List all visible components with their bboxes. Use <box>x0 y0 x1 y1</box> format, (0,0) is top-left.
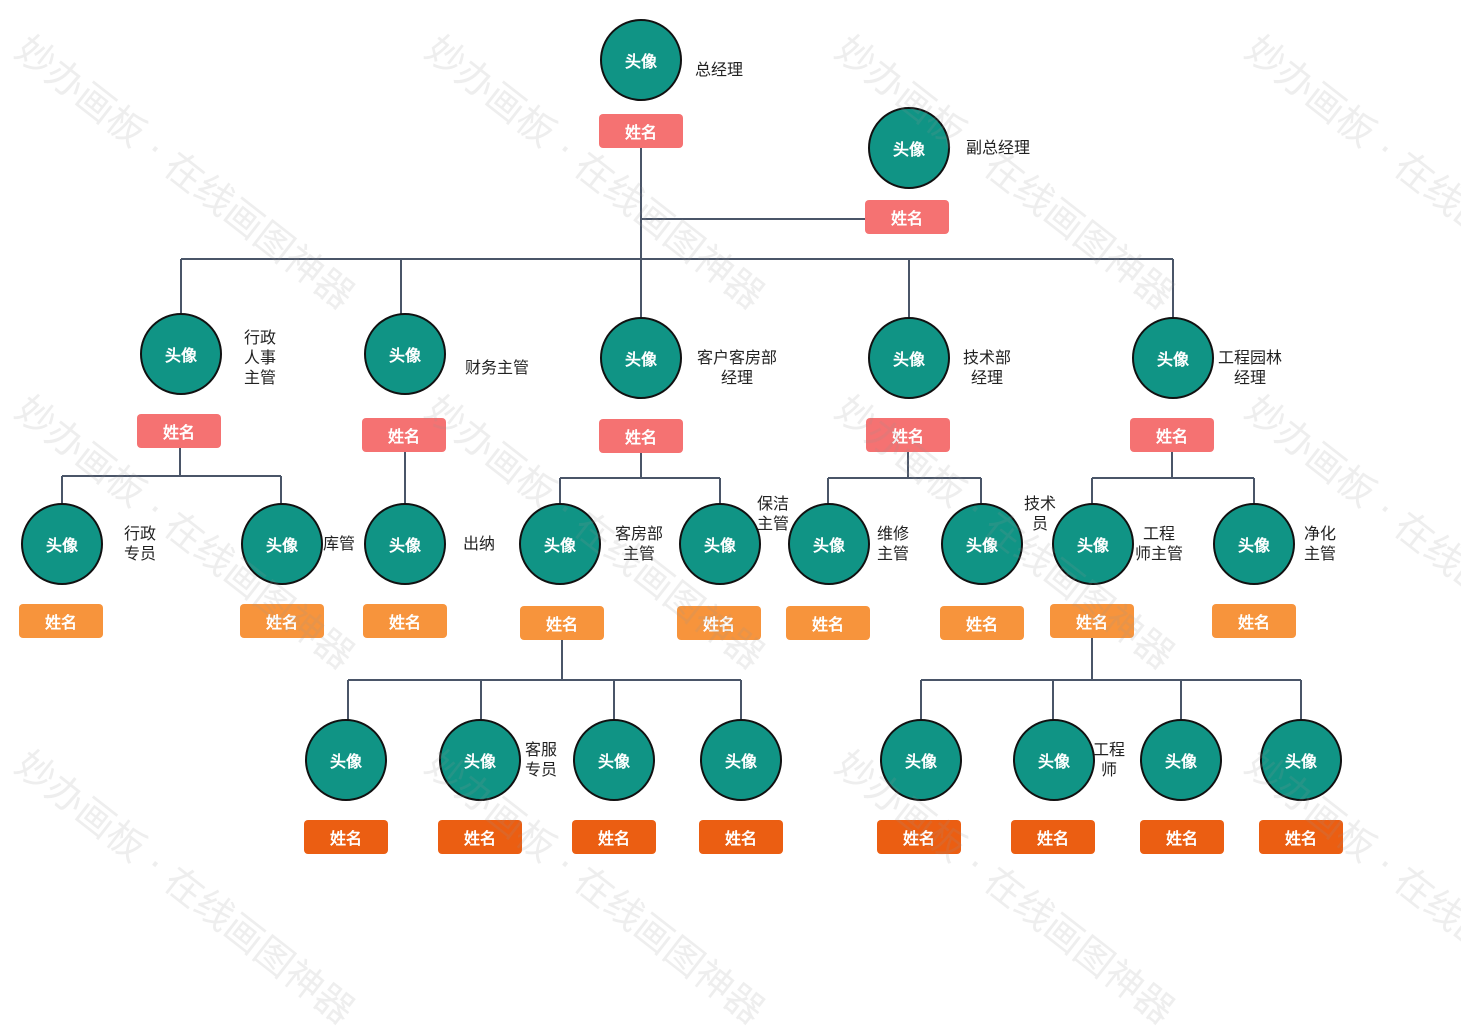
position-title: 行政 专员 <box>124 524 157 563</box>
avatar[interactable]: 头像 <box>868 317 950 399</box>
position-title: 客房部 主管 <box>615 524 664 563</box>
position-title: 客服 专员 <box>525 740 558 779</box>
avatar[interactable]: 头像 <box>140 313 222 395</box>
avatar[interactable]: 头像 <box>364 313 446 395</box>
avatar[interactable]: 头像 <box>1052 503 1134 585</box>
name-badge[interactable]: 姓名 <box>1212 604 1296 638</box>
avatar[interactable]: 头像 <box>1213 503 1295 585</box>
name-badge[interactable]: 姓名 <box>786 606 870 640</box>
name-badge[interactable]: 姓名 <box>304 820 388 854</box>
name-badge[interactable]: 姓名 <box>363 604 447 638</box>
avatar[interactable]: 头像 <box>519 503 601 585</box>
position-title: 客户客房部 经理 <box>697 348 778 387</box>
position-title: 行政 人事 主管 <box>244 328 277 387</box>
avatar[interactable]: 头像 <box>364 503 446 585</box>
avatar[interactable]: 头像 <box>21 503 103 585</box>
avatar[interactable]: 头像 <box>880 719 962 801</box>
avatar[interactable]: 头像 <box>600 19 682 101</box>
avatar[interactable]: 头像 <box>941 503 1023 585</box>
name-badge[interactable]: 姓名 <box>865 200 949 234</box>
position-title: 出纳 <box>463 534 496 553</box>
position-title: 工程 师 <box>1093 740 1126 779</box>
name-badge[interactable]: 姓名 <box>1011 820 1095 854</box>
avatar[interactable]: 头像 <box>868 107 950 189</box>
avatar[interactable]: 头像 <box>573 719 655 801</box>
avatar[interactable]: 头像 <box>1132 317 1214 399</box>
position-title: 工程园林 经理 <box>1218 348 1283 387</box>
avatar[interactable]: 头像 <box>700 719 782 801</box>
position-title: 总经理 <box>695 60 744 79</box>
name-badge[interactable]: 姓名 <box>362 418 446 452</box>
position-title: 技术 员 <box>1024 494 1057 533</box>
name-badge[interactable]: 姓名 <box>240 604 324 638</box>
name-badge[interactable]: 姓名 <box>877 820 961 854</box>
avatar[interactable]: 头像 <box>1140 719 1222 801</box>
connector-lines <box>61 148 1302 720</box>
name-badge[interactable]: 姓名 <box>599 419 683 453</box>
name-badge[interactable]: 姓名 <box>940 606 1024 640</box>
position-title: 维修 主管 <box>877 524 910 563</box>
position-title: 净化 主管 <box>1304 524 1337 563</box>
avatar[interactable]: 头像 <box>439 719 521 801</box>
name-badge[interactable]: 姓名 <box>866 418 950 452</box>
position-title: 副总经理 <box>966 138 1031 157</box>
name-badge[interactable]: 姓名 <box>572 820 656 854</box>
name-badge[interactable]: 姓名 <box>1130 418 1214 452</box>
position-title: 财务主管 <box>465 358 530 377</box>
avatar[interactable]: 头像 <box>1260 719 1342 801</box>
position-title: 技术部 经理 <box>963 348 1012 387</box>
name-badge[interactable]: 姓名 <box>599 114 683 148</box>
position-title: 工程 师主管 <box>1135 524 1184 563</box>
avatar[interactable]: 头像 <box>788 503 870 585</box>
name-badge[interactable]: 姓名 <box>699 820 783 854</box>
position-title: 库管 <box>323 534 356 553</box>
name-badge[interactable]: 姓名 <box>1050 604 1134 638</box>
name-badge[interactable]: 姓名 <box>520 606 604 640</box>
name-badge[interactable]: 姓名 <box>137 414 221 448</box>
position-title: 保洁 主管 <box>757 494 790 533</box>
name-badge[interactable]: 姓名 <box>677 606 761 640</box>
avatar[interactable]: 头像 <box>241 503 323 585</box>
name-badge[interactable]: 姓名 <box>19 604 103 638</box>
avatar[interactable]: 头像 <box>679 503 761 585</box>
name-badge[interactable]: 姓名 <box>1259 820 1343 854</box>
name-badge[interactable]: 姓名 <box>438 820 522 854</box>
avatar[interactable]: 头像 <box>600 317 682 399</box>
avatar[interactable]: 头像 <box>1013 719 1095 801</box>
name-badge[interactable]: 姓名 <box>1140 820 1224 854</box>
avatar[interactable]: 头像 <box>305 719 387 801</box>
